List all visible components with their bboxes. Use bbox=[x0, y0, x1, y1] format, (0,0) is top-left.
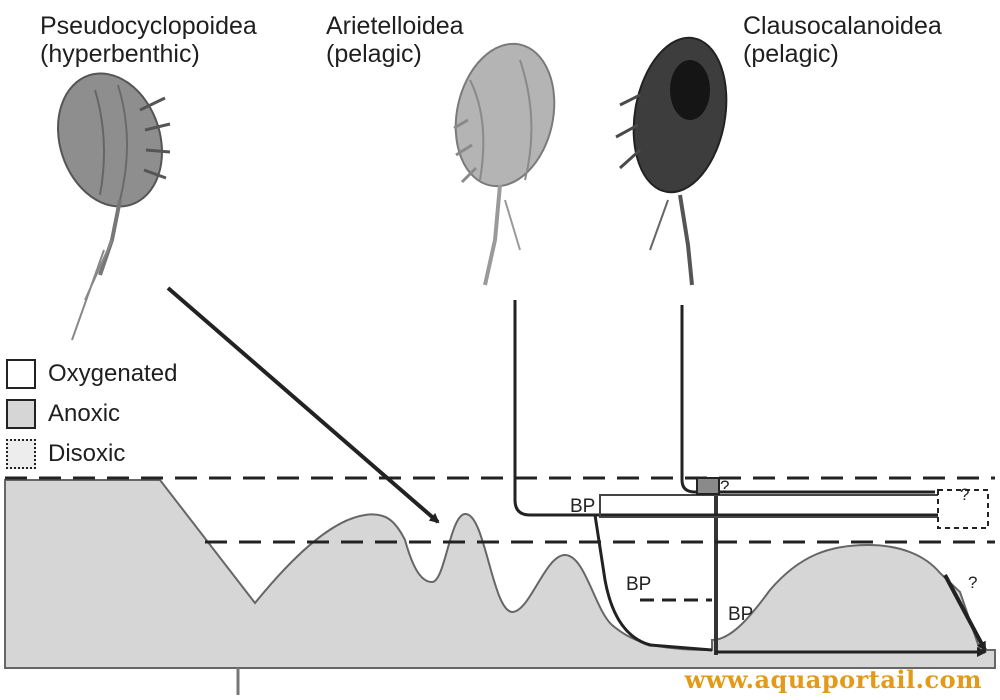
legend-label: Anoxic bbox=[48, 400, 121, 427]
legend-item-disoxic: Disoxic bbox=[6, 438, 125, 470]
right-diagonal-arrow bbox=[943, 574, 987, 652]
watermark: www.aquaportail.com bbox=[684, 665, 982, 694]
legend-swatch-oxygenated bbox=[6, 359, 36, 389]
arietelloidea-branch bbox=[593, 514, 713, 652]
bp-label-1: BP bbox=[570, 496, 595, 517]
copepod-arietelloidea-illustration bbox=[453, 42, 556, 286]
taxon-label-clausocalanoidea: Clausocalanoidea (pelagic) bbox=[743, 12, 942, 68]
legend-swatch-anoxic bbox=[6, 399, 36, 429]
arietelloidea-path bbox=[513, 300, 940, 517]
taxon-label-pseudocyclopoidea: Pseudocyclopoidea (hyperbenthic) bbox=[40, 12, 257, 68]
bp-label-2: BP bbox=[626, 574, 651, 595]
bp-label-3: BP bbox=[728, 604, 753, 625]
copepod-pseudocyclopoidea-illustration bbox=[57, 72, 171, 341]
right-box bbox=[937, 489, 989, 529]
taxon-habitat: (pelagic) bbox=[743, 40, 839, 68]
taxon-habitat: (pelagic) bbox=[326, 40, 422, 68]
clausocalanoidea-path bbox=[680, 305, 935, 494]
taxon-name: Arietelloidea bbox=[326, 12, 464, 40]
taxon-label-arietelloidea: Arietelloidea (pelagic) bbox=[326, 12, 464, 68]
taxon-name: Pseudocyclopoidea bbox=[40, 12, 257, 40]
question-label-1: ? bbox=[720, 477, 729, 496]
legend-swatch-disoxic bbox=[6, 439, 36, 469]
question-label-3: ? bbox=[968, 573, 977, 592]
legend-item-anoxic: Anoxic bbox=[6, 398, 120, 430]
question-label-2: ? bbox=[960, 485, 969, 504]
legend-label: Oxygenated bbox=[48, 360, 178, 387]
legend-item-oxygenated: Oxygenated bbox=[6, 358, 177, 390]
clausocalanoidea-marker-box bbox=[696, 477, 720, 495]
copepod-clausocalanoidea-illustration bbox=[615, 36, 728, 286]
taxon-habitat: (hyperbenthic) bbox=[40, 40, 200, 68]
taxon-name: Clausocalanoidea bbox=[743, 12, 942, 40]
seafloor-profile bbox=[4, 479, 996, 669]
legend-label: Disoxic bbox=[48, 440, 126, 467]
disoxic-column bbox=[714, 490, 718, 655]
pseudocyclopoidea-arrow bbox=[166, 286, 440, 524]
